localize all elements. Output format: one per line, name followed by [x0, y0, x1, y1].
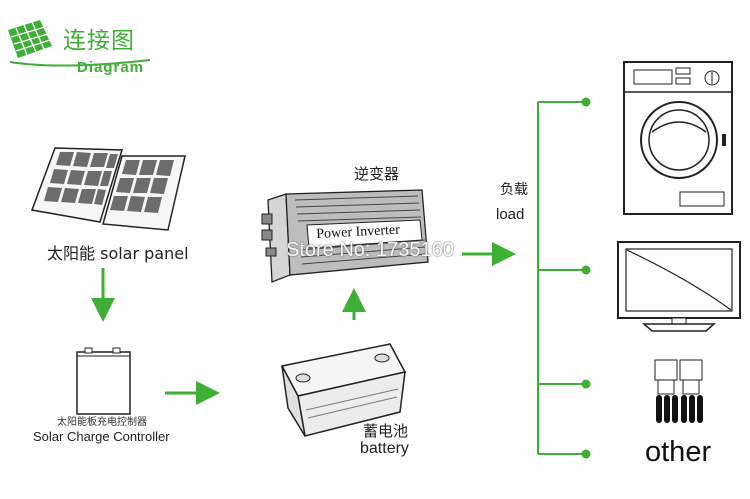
solar-panel-label-en: solar panel — [100, 244, 189, 263]
inverter-icon — [261, 189, 429, 283]
other-label: other — [645, 436, 712, 468]
tv-monitor-icon — [617, 241, 741, 332]
diagram-title-en: Diagram — [77, 59, 145, 76]
battery-icon — [280, 343, 407, 437]
load-bus — [537, 97, 591, 459]
solar-panel-label-cn: 太阳能 — [47, 244, 96, 263]
store-watermark: Store No: 1735160 — [286, 239, 454, 261]
inverter-label-cn: 逆变器 — [354, 165, 400, 183]
battery-label-cn: 蓄电池 — [363, 422, 409, 440]
solar-logo-icon — [8, 20, 151, 67]
solar-panel-label: 太阳能 solar panel — [47, 246, 189, 262]
controller-icon — [76, 347, 131, 415]
controller-label-en: Solar Charge Controller — [33, 429, 170, 444]
solar-panel-icon — [30, 147, 186, 231]
diagram-title-cn: 连接图 — [63, 28, 135, 54]
load-label-en: load — [496, 206, 525, 223]
battery-label-en: battery — [360, 440, 409, 457]
load-label-cn: 负载 — [500, 182, 528, 198]
washing-machine-icon — [623, 61, 733, 215]
cfl-bulb-icon — [654, 359, 703, 423]
controller-label-cn: 太阳能板充电控制器 — [57, 417, 147, 428]
